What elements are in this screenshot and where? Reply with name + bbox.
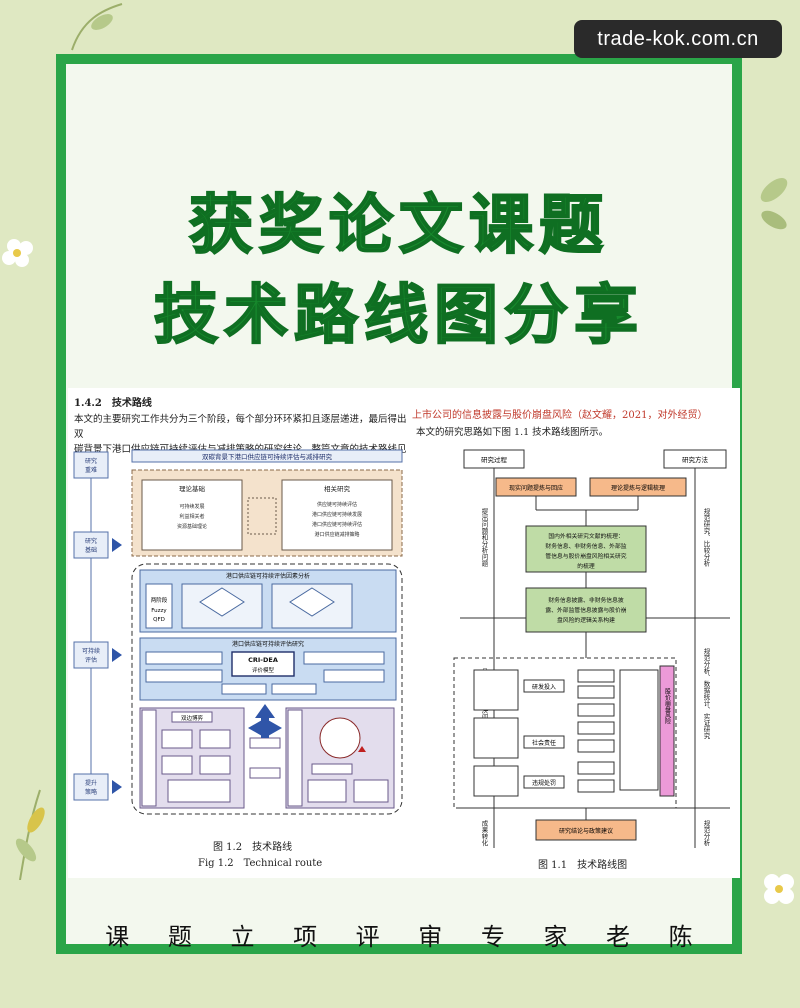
svg-text:理论基础: 理论基础 xyxy=(179,484,206,493)
svg-text:供应链可持续评估: 供应链可持续评估 xyxy=(317,501,357,508)
mechanism-box xyxy=(525,587,647,633)
svg-text:违规处罚: 违规处罚 xyxy=(532,779,556,787)
top-banner-text: 双碳背景下港口供应链可持续评估与减排研究 xyxy=(202,452,333,461)
right-paper-excerpt: 上市公司的信息披露与股价崩盘风险（赵文耀，2021，对外经贸） 本文的研究思路如… xyxy=(410,388,740,878)
footer-char: 题 xyxy=(167,923,192,951)
top-banner xyxy=(131,449,403,463)
svg-text:可持续发展: 可持续发展 xyxy=(179,503,204,510)
footer-text: 课 题 立 项 评 审 专 家 老 陈 xyxy=(66,917,732,952)
svg-text:财务信息、非财务信息、外部监: 财务信息、非财务信息、外部监 xyxy=(545,542,626,550)
technical-route-diagram-left: 研究 重难 研究 基础 可持续 评估 提升 策略 双碳背景下港口供应链可持续评估… xyxy=(73,449,403,815)
body-line-1: 本文的主要研究工作共分为三个阶段，每个部分环环紧扣且逐层递进，最后得出双 xyxy=(74,414,407,440)
svg-text:财务信息披露、非财务信息披: 财务信息披露、非财务信息披 xyxy=(548,596,624,604)
footer-char: 立 xyxy=(230,923,255,951)
svg-text:资源基础理论: 资源基础理论 xyxy=(177,523,207,530)
cross-arrows xyxy=(248,704,282,738)
svg-text:相关研究: 相关研究 xyxy=(324,484,351,493)
svg-text:港口供应链可持续评估: 港口供应链可持续评估 xyxy=(312,521,362,528)
footer-char: 课 xyxy=(105,923,130,951)
svg-text:股价崩盘风险: 股价崩盘风险 xyxy=(664,688,671,725)
right-paper-heading: 上市公司的信息披露与股价崩盘风险（赵文耀，2021，对外经贸） xyxy=(412,410,708,421)
svg-text:研究结论与政策建议: 研究结论与政策建议 xyxy=(559,827,613,835)
footer-char: 专 xyxy=(480,923,505,951)
svg-text:规范分析: 规范分析 xyxy=(702,819,710,848)
svg-text:研究: 研究 xyxy=(85,537,97,545)
svg-text:的梳理: 的梳理 xyxy=(577,562,595,570)
svg-text:QFD: QFD xyxy=(153,617,165,623)
svg-text:两阶段: 两阶段 xyxy=(151,596,168,604)
conclusion-box xyxy=(535,819,637,841)
left-caption-en: Fig 1.2 Technical route xyxy=(198,858,323,869)
footer-char: 陈 xyxy=(668,923,693,951)
title-line-2: 技术路线图分享 xyxy=(153,278,644,354)
svg-text:可持续: 可持续 xyxy=(82,647,100,655)
svg-text:港口供应链可持续发展: 港口供应链可持续发展 xyxy=(312,511,362,518)
svg-text:研究方法: 研究方法 xyxy=(682,455,709,464)
svg-text:评价模型: 评价模型 xyxy=(252,666,275,674)
svg-text:露、外部监管信息披露与股价崩: 露、外部监管信息披露与股价崩 xyxy=(545,606,626,614)
svg-text:规范分析、数据统计、实证研究: 规范分析、数据统计、实证研究 xyxy=(702,647,710,741)
svg-text:研究过程: 研究过程 xyxy=(481,455,508,464)
svg-text:评估: 评估 xyxy=(85,656,97,664)
svg-text:双边博弈: 双边博弈 xyxy=(181,714,204,722)
svg-text:理论提炼与逻辑梳理: 理论提炼与逻辑梳理 xyxy=(611,484,665,492)
svg-text:提升: 提升 xyxy=(85,779,97,787)
right-paper-intro: 本文的研究思路如下图 1.1 技术路线图所示。 xyxy=(416,427,609,438)
left-caption-cn: 图 1.2 技术路线 xyxy=(213,842,293,853)
svg-text:Fuzzy: Fuzzy xyxy=(151,608,167,614)
flower-decoration-right xyxy=(764,874,794,904)
svg-text:规范研究、比较分析: 规范研究、比较分析 xyxy=(702,507,710,568)
footer-char: 评 xyxy=(355,923,380,951)
left-paper-excerpt: 1.4.2 技术路线 本文的主要研究工作共分为三个阶段，每个部分环环紧扣且逐层递… xyxy=(68,388,414,878)
watermark: trade-kok.com.cn xyxy=(574,20,782,58)
leaf-decoration-right xyxy=(760,178,788,230)
literature-review-box xyxy=(525,525,647,573)
svg-text:提出问题和分析问题: 提出问题和分析问题 xyxy=(480,507,488,568)
svg-text:港口供应链减排策略: 港口供应链减排策略 xyxy=(314,531,359,538)
svg-text:成果转化: 成果转化 xyxy=(480,819,488,848)
svg-text:港口供应链可持续评估因素分析: 港口供应链可持续评估因素分析 xyxy=(226,572,310,580)
svg-text:国内外相关研究文献的梳理：: 国内外相关研究文献的梳理： xyxy=(548,532,623,540)
svg-text:基础: 基础 xyxy=(85,546,97,554)
svg-text:重难: 重难 xyxy=(85,466,97,474)
footer-char: 家 xyxy=(543,923,568,951)
technical-route-diagram-right: 研究过程 研究方法 提出问题和分析问题 具体分析并解决问题 成果转化 规范研究、… xyxy=(453,449,730,848)
svg-text:社会责任: 社会责任 xyxy=(532,739,556,747)
svg-text:盘风险的逻辑关系构建: 盘风险的逻辑关系构建 xyxy=(557,616,615,624)
stage-labels: 研究 重难 研究 基础 可持续 评估 提升 策略 xyxy=(73,451,122,801)
footer-char: 老 xyxy=(606,923,631,951)
svg-text:CRI-DEA: CRI-DEA xyxy=(248,656,278,664)
footer-char: 项 xyxy=(293,923,318,951)
svg-text:策略: 策略 xyxy=(85,788,97,796)
title-line-1: 获奖论文课题 xyxy=(188,188,609,264)
section-heading: 1.4.2 技术路线 xyxy=(74,398,152,409)
leaf-decoration-bottom-left xyxy=(15,789,45,880)
poster-frame: 获奖论文课题 技术路线图分享 1.4.2 技术路线 本文的主要研究工作共分为三个… xyxy=(56,54,742,954)
crash-risk-box xyxy=(659,665,675,797)
right-caption: 图 1.1 技术路线图 xyxy=(538,860,628,871)
flower-decoration-left xyxy=(2,239,33,267)
svg-text:研究: 研究 xyxy=(85,457,97,465)
svg-text:利益相关者: 利益相关者 xyxy=(179,513,204,520)
leaf-decoration-top-left xyxy=(71,3,123,51)
svg-text:现实问题提炼与回应: 现实问题提炼与回应 xyxy=(509,484,563,492)
svg-text:港口供应链可持续评估研究: 港口供应链可持续评估研究 xyxy=(232,640,304,648)
svg-text:管信息与股价崩盘风险相关研究: 管信息与股价崩盘风险相关研究 xyxy=(545,552,626,560)
svg-text:研发投入: 研发投入 xyxy=(532,683,556,691)
footer-char: 审 xyxy=(418,923,443,951)
